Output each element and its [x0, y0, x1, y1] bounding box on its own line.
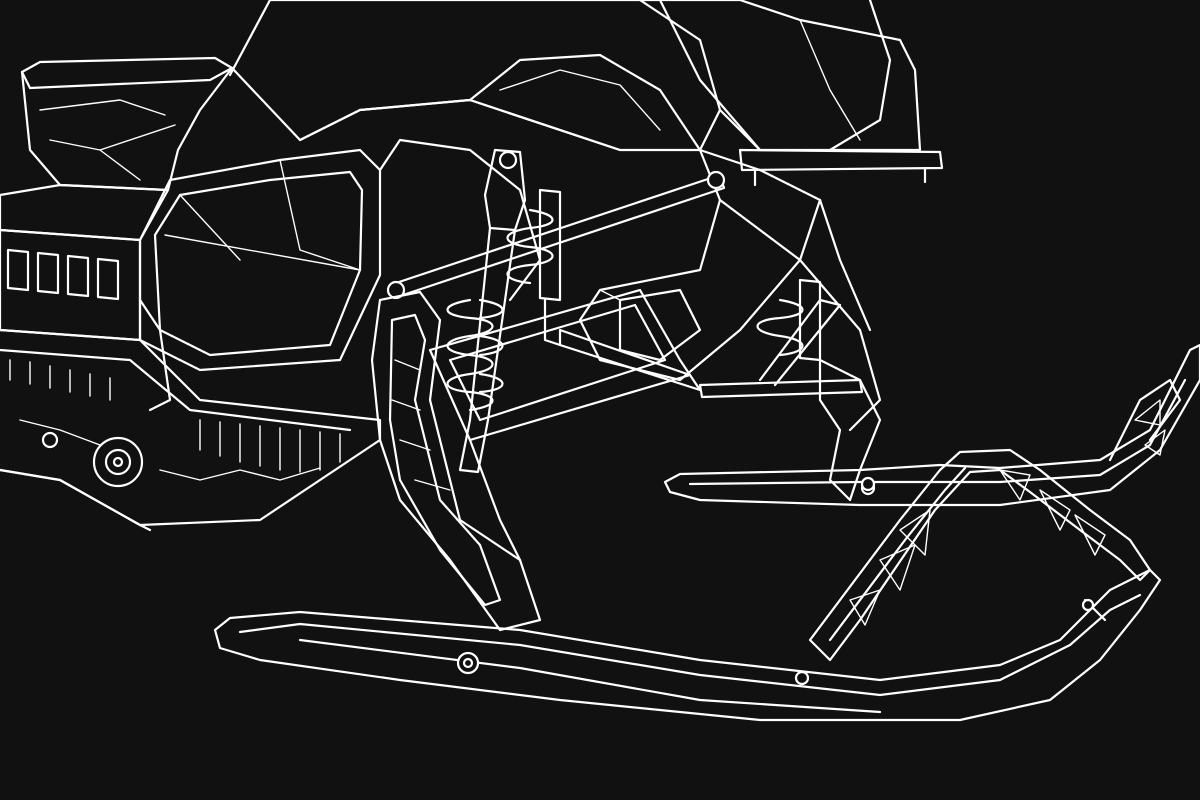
- side-panel: [138, 138, 542, 412]
- ski-left: [213, 568, 1162, 722]
- ski-right: [663, 343, 1200, 507]
- chassis: [578, 148, 882, 432]
- seat: [20, 56, 234, 192]
- front-bumper: [738, 148, 944, 187]
- hood: [228, 0, 922, 152]
- a-arms: [428, 288, 864, 442]
- spindle-left: [370, 290, 542, 632]
- track: [0, 328, 382, 532]
- tunnel-panel: [0, 183, 170, 342]
- ski-loop-left: [808, 448, 1152, 662]
- shock-absorber-right: [506, 188, 822, 362]
- tie-rod: [386, 170, 726, 300]
- shock-absorber-left: [446, 148, 527, 474]
